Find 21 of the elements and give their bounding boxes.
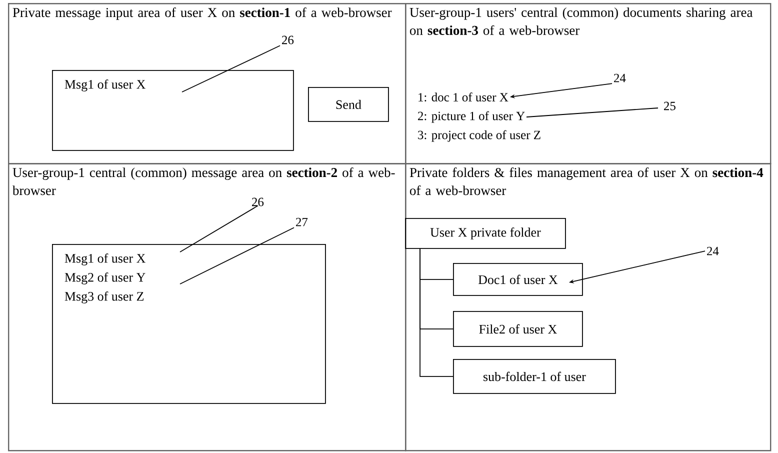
leader-line [180, 227, 294, 284]
leader-line [180, 205, 258, 252]
send-button: Send [308, 87, 389, 122]
callout-number: 27 [296, 218, 308, 226]
callout-number: 26 [252, 198, 264, 206]
callout-number: 24 [614, 74, 626, 82]
list-item: 3: project code of user Z [418, 130, 540, 142]
folder-box: sub-folder-1 of user [453, 359, 616, 394]
callout-number: 26 [282, 36, 294, 44]
callout-number: 24 [707, 246, 719, 256]
folder-box: User X private folder [405, 218, 566, 249]
list-item: 2: picture 1 of user Y [418, 111, 525, 123]
leader-line [182, 45, 280, 92]
tree-connector [420, 248, 454, 377]
callout-number: 25 [664, 102, 676, 110]
input-field: Msg1 of user X [52, 70, 294, 151]
file-box: File2 of user X [453, 311, 583, 347]
leader-line [526, 108, 658, 118]
file-box: Doc1 of user X [453, 263, 583, 296]
list-item: 1: doc 1 of user X [418, 92, 508, 102]
message-box: Msg1 of user X Msg2 of user Y Msg3 of user Z [52, 244, 326, 404]
